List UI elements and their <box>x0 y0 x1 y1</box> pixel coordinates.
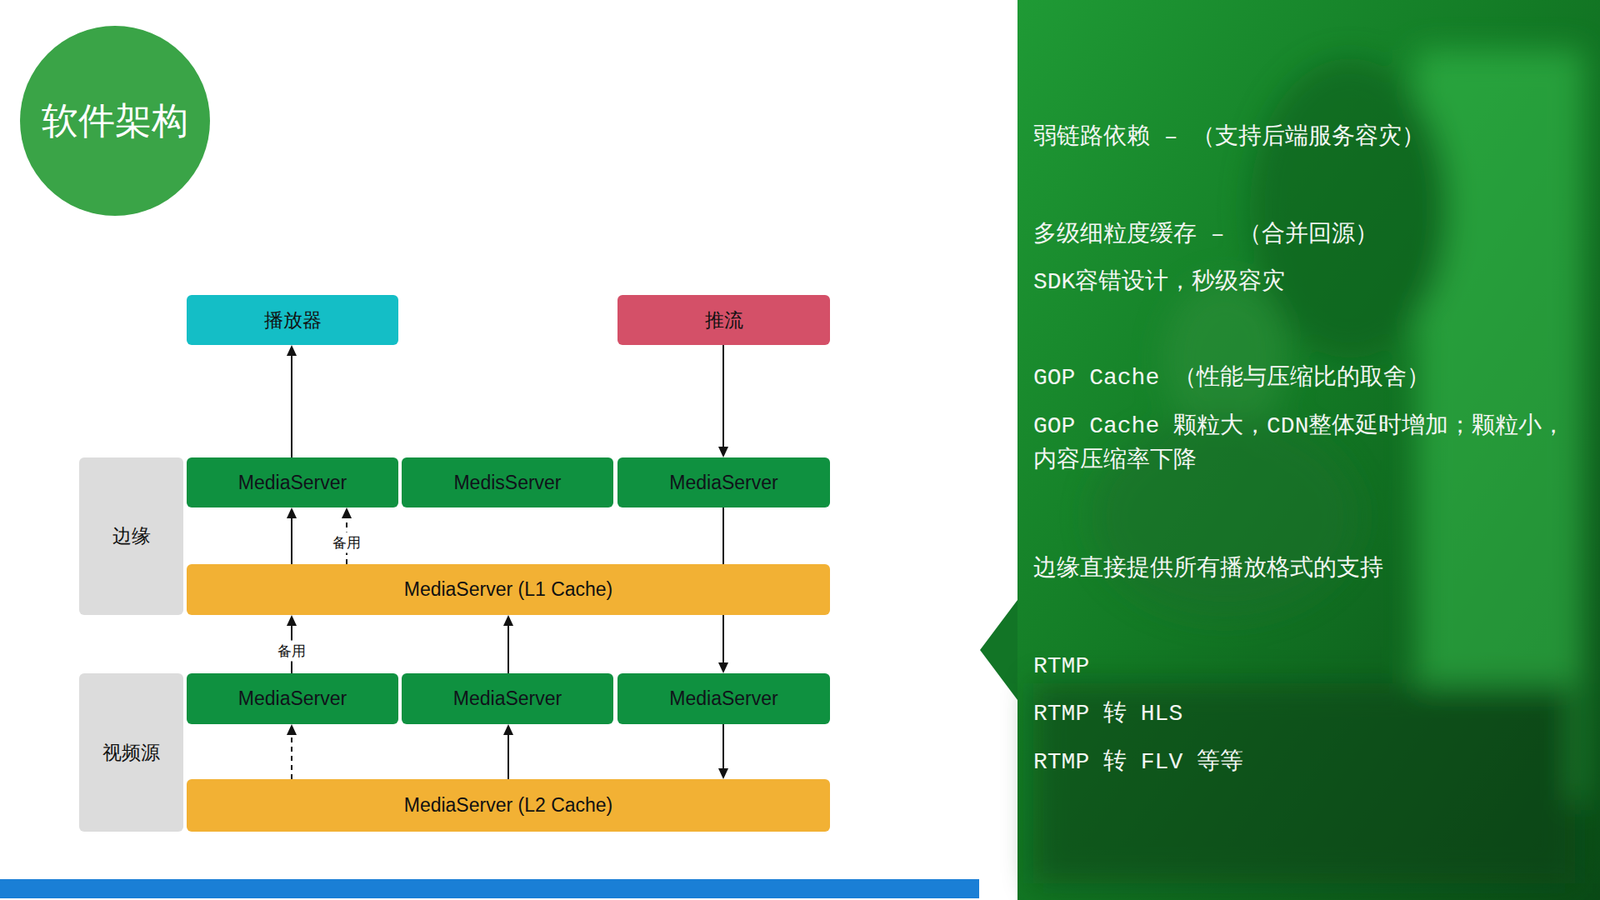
note-text: RTMP 转 HLS <box>1033 697 1183 732</box>
arrow-head <box>286 345 297 356</box>
connector <box>718 345 729 458</box>
note-text: 多级细粒度缓存 – （合并回源） <box>1033 218 1379 253</box>
node-text: 播放器 <box>264 307 322 334</box>
note-text: 边缘直接提供所有播放格式的支持 <box>1033 552 1384 587</box>
note-text: 弱链路依赖 – （支持后端服务容灾） <box>1033 120 1425 155</box>
node-text: 边缘 <box>112 523 151 550</box>
edge-label: 备用 <box>275 640 309 662</box>
arrow-head <box>718 446 729 458</box>
title-circle: 软件架构 <box>20 25 210 216</box>
note-text: SDK容错设计，秒级容灾 <box>1033 265 1285 300</box>
connector-line <box>290 734 293 780</box>
node-text: MediaServer (L2 Cache) <box>404 794 614 817</box>
node-text: MedisServer <box>453 471 561 495</box>
connector-line <box>507 625 510 674</box>
server-box: MediaServer <box>617 457 830 508</box>
note-text: RTMP <box>1033 650 1090 685</box>
server-box: MedisServer <box>401 457 614 508</box>
tier-label-box: 边缘 <box>79 457 184 615</box>
node-text: MediaServer (L1 Cache) <box>404 578 614 601</box>
server-box: MediaServer <box>186 457 399 508</box>
node-text: MediaServer <box>669 471 778 495</box>
node-text: 视频源 <box>102 740 160 766</box>
arrow-head <box>718 662 729 674</box>
connector <box>503 615 514 674</box>
player-box: 播放器 <box>186 295 399 345</box>
node-text: MediaServer <box>238 687 347 710</box>
node-text: 推流 <box>705 307 744 334</box>
arrow-head <box>286 615 297 626</box>
connector <box>503 724 514 780</box>
connector-line <box>722 345 725 448</box>
cache-band: MediaServer (L1 Cache) <box>186 564 830 615</box>
arrow-head <box>286 507 297 519</box>
connector-line <box>290 517 293 565</box>
tier-label-box: 视频源 <box>79 673 184 832</box>
node-text: MediaServer <box>238 471 347 495</box>
arrow-head <box>286 724 297 735</box>
connector-line <box>722 724 725 770</box>
connector <box>286 507 297 565</box>
node-text: MediaServer <box>453 687 562 710</box>
connector-line <box>507 734 510 780</box>
cache-band: MediaServer (L2 Cache) <box>186 779 830 832</box>
connector <box>718 724 729 780</box>
node-text: 软件架构 <box>41 96 189 146</box>
connector <box>286 345 297 458</box>
bottom-bar <box>0 879 980 899</box>
push-box: 推流 <box>617 295 830 345</box>
side-panel <box>1017 0 1600 900</box>
connector-line <box>290 355 293 458</box>
edge-label: 备用 <box>330 532 364 554</box>
connector <box>286 724 297 780</box>
server-box: MediaServer <box>617 673 830 725</box>
note-text: GOP Cache （性能与压缩比的取舍） <box>1033 361 1430 396</box>
arrow-head <box>503 724 514 735</box>
arrow-head <box>503 615 514 626</box>
server-box: MediaServer <box>186 673 399 725</box>
node-text: MediaServer <box>669 687 778 710</box>
server-box: MediaServer <box>401 673 614 725</box>
panel-notch <box>980 600 1018 700</box>
arrow-head <box>341 507 352 519</box>
note-text: GOP Cache 颗粒大，CDN整体延时增加；颗粒小，内容压缩率下降 <box>1033 410 1588 478</box>
arrow-head <box>718 768 729 780</box>
note-text: RTMP 转 FLV 等等 <box>1033 745 1244 780</box>
